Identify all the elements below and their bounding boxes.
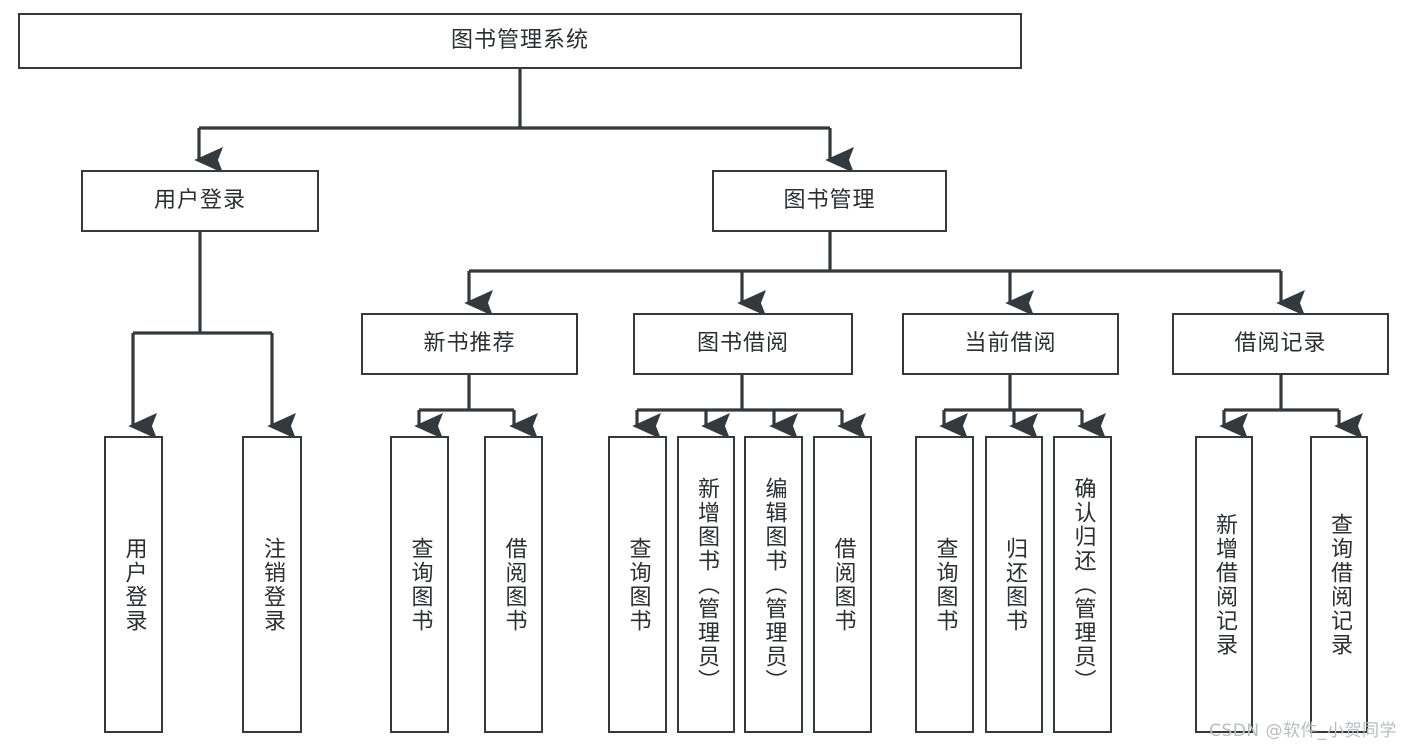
- node-book-manage[interactable]: 图书管理: [712, 170, 947, 232]
- node-label: 编辑图书（管理员）: [761, 476, 787, 693]
- node-label: 借阅图书: [501, 536, 527, 633]
- node-user-login[interactable]: 用户登录: [81, 170, 319, 232]
- node-borrow-record[interactable]: 借阅记录: [1172, 313, 1389, 375]
- node-leaf-borrow-book-rec[interactable]: 借阅图书: [484, 436, 543, 733]
- watermark-text: CSDN @软件_小贺同学: [1209, 721, 1397, 741]
- node-book-borrow[interactable]: 图书借阅: [633, 313, 853, 375]
- node-leaf-query-book-cur[interactable]: 查询图书: [915, 436, 974, 733]
- node-leaf-user-login[interactable]: 用户登录: [104, 436, 163, 733]
- node-label: 用户登录: [121, 536, 147, 633]
- node-label: 注销登录: [260, 536, 285, 633]
- node-label: 图书借阅: [696, 330, 789, 356]
- node-label: 归还图书: [1002, 536, 1027, 633]
- node-label: 图书管理系统: [450, 27, 589, 53]
- node-label: 查询借阅记录: [1327, 512, 1352, 657]
- node-root[interactable]: 图书管理系统: [18, 13, 1022, 69]
- node-label: 新增图书（管理员）: [694, 476, 719, 693]
- node-leaf-confirm-return[interactable]: 确认归还（管理员）: [1053, 436, 1112, 733]
- node-leaf-query-record[interactable]: 查询借阅记录: [1310, 436, 1368, 733]
- node-leaf-query-book-rec[interactable]: 查询图书: [390, 436, 449, 733]
- node-label: 查询图书: [625, 536, 651, 633]
- node-leaf-add-record[interactable]: 新增借阅记录: [1195, 436, 1253, 733]
- node-label: 查询图书: [932, 536, 958, 633]
- node-label: 当前借阅: [964, 330, 1057, 356]
- node-new-book-recommend[interactable]: 新书推荐: [361, 313, 578, 375]
- node-leaf-add-book[interactable]: 新增图书（管理员）: [677, 436, 735, 733]
- node-leaf-borrow-book-bor[interactable]: 借阅图书: [813, 436, 872, 733]
- node-leaf-edit-book[interactable]: 编辑图书（管理员）: [744, 436, 803, 733]
- node-label: 图书管理: [783, 187, 876, 213]
- node-label: 新增借阅记录: [1212, 512, 1237, 657]
- node-leaf-return-book[interactable]: 归还图书: [985, 436, 1043, 733]
- node-current-borrow[interactable]: 当前借阅: [902, 313, 1119, 375]
- node-label: 查询图书: [407, 536, 433, 633]
- node-leaf-query-book-bor[interactable]: 查询图书: [608, 436, 667, 733]
- node-leaf-logout[interactable]: 注销登录: [242, 436, 302, 733]
- node-label: 借阅记录: [1234, 330, 1327, 356]
- node-label: 用户登录: [153, 187, 246, 213]
- node-label: 借阅图书: [830, 536, 856, 633]
- node-label: 确认归还（管理员）: [1070, 476, 1096, 693]
- node-label: 新书推荐: [423, 330, 516, 356]
